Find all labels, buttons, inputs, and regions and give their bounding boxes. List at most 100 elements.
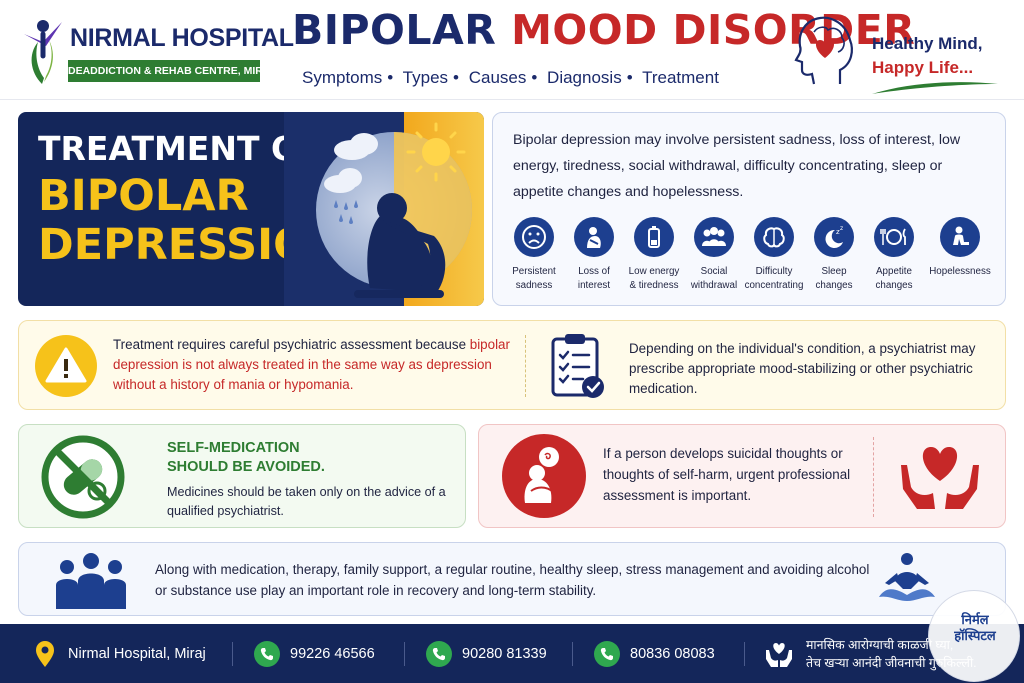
- symptom-label: concentrating: [744, 280, 804, 291]
- watermark-text: निर्मल हॉस्पिटल: [929, 613, 1021, 645]
- symptom-persistent-sadness: Persistent sadness: [501, 217, 567, 293]
- tagline: Healthy Mind, Happy Life...: [872, 32, 983, 80]
- suicidal-thoughts-text: If a person develops suicidal thoughts o…: [603, 446, 851, 503]
- marathi-line1: मानसिक आरोग्याची काळजी घ्या,: [806, 638, 954, 652]
- location-pin-icon: [36, 641, 54, 667]
- symptom-label: changes: [875, 280, 913, 291]
- tagline-line2: Happy Life...: [872, 58, 974, 77]
- hospital-badge: DEADDICTION & REHAB CENTRE, MIRAJ: [68, 60, 276, 82]
- contact-footer: Nirmal Hospital, Miraj 99226 46566 90280…: [0, 624, 1024, 683]
- assessment-text: Treatment requires careful psychiatric a…: [113, 335, 513, 395]
- hero-title-line1: TREATMENT OF: [38, 129, 322, 168]
- phone-number[interactable]: 80836 08083: [630, 646, 715, 662]
- symptom-label: Difficulty: [755, 266, 793, 277]
- footer-separator: [232, 642, 233, 666]
- symptom-label: Hopelessness: [929, 266, 991, 277]
- distressed-person-icon: [502, 434, 586, 518]
- phone-icon: [594, 641, 620, 667]
- tagline-line1: Healthy Mind,: [872, 34, 983, 53]
- page-title: BIPOLAR MOOD DISORDER: [292, 6, 915, 54]
- symptom-social-withdrawal: Social withdrawal: [681, 217, 747, 293]
- symptoms-panel: Bipolar depression may involve persisten…: [492, 112, 1006, 306]
- svg-text:z: z: [836, 228, 840, 236]
- phone-icon: [254, 641, 280, 667]
- withdrawn-person-icon: [574, 217, 614, 257]
- symptom-low-energy: Low energy & tiredness: [621, 217, 687, 293]
- divider: [525, 335, 526, 397]
- self-medication-text: Medicines should be taken only on the ad…: [167, 485, 446, 518]
- watermark-seal: निर्मल हॉस्पिटल: [928, 590, 1020, 682]
- clipboard-checklist-icon: [551, 334, 604, 398]
- symptom-label: Low energy: [628, 266, 680, 277]
- assessment-text-normal: Treatment requires careful psychiatric a…: [113, 337, 470, 352]
- footer-separator: [572, 642, 573, 666]
- footer-separator: [404, 642, 405, 666]
- head-heart-icon: [794, 16, 853, 85]
- nav-types: Types: [402, 68, 449, 87]
- nav-bullet: •: [387, 68, 394, 87]
- nav-bullet: •: [453, 68, 459, 87]
- plate-cutlery-icon: [874, 217, 914, 257]
- svg-text:z: z: [840, 225, 843, 232]
- footer-location: Nirmal Hospital, Miraj: [34, 640, 206, 668]
- heading-line2: SHOULD BE AVOIDED.: [167, 459, 325, 475]
- heading-line1: SELF-MEDICATION: [167, 440, 300, 456]
- family-support-icon: [56, 553, 126, 609]
- nav-treatment: Treatment: [642, 68, 719, 87]
- swoosh-decoration: [872, 82, 998, 94]
- footer-phone-1[interactable]: 99226 46566: [254, 640, 375, 668]
- phone-number[interactable]: 90280 81339: [462, 646, 547, 662]
- symptom-label: withdrawal: [690, 280, 738, 291]
- assessment-text-highlight: bipolar depression is not always treated…: [113, 337, 510, 392]
- sad-face-icon: [514, 217, 554, 257]
- symptom-label: & tiredness: [629, 280, 679, 291]
- symptom-loss-of-interest: Loss of interest: [561, 217, 627, 293]
- symptom-hopelessness: Hopelessness: [927, 217, 993, 279]
- footer-phone-3[interactable]: 80836 08083: [594, 640, 715, 668]
- symptoms-intro: Bipolar depression may involve persisten…: [513, 132, 961, 200]
- symptom-label: changes: [815, 280, 853, 291]
- sad-person-illustration: [284, 112, 484, 306]
- suicidal-thoughts-box: If a person develops suicidal thoughts o…: [478, 424, 1006, 528]
- page-header: NIRMAL HOSPITAL DEADDICTION & REHAB CENT…: [0, 0, 1024, 100]
- symptom-label: Persistent: [512, 266, 556, 277]
- sitting-person-icon: [940, 217, 980, 257]
- symptom-label: Appetite: [876, 266, 912, 277]
- footer-phone-2[interactable]: 90280 81339: [426, 640, 547, 668]
- self-medication-heading: SELF-MEDICATION SHOULD BE AVOIDED.: [167, 439, 325, 477]
- symptom-appetite-changes: Appetite changes: [861, 217, 927, 293]
- symptom-label: sadness: [515, 280, 553, 291]
- hero-title-line2: BIPOLAR: [38, 171, 249, 221]
- phone-number[interactable]: 99226 46566: [290, 646, 375, 662]
- assessment-alert-box: Treatment requires careful psychiatric a…: [18, 320, 1006, 410]
- brain-icon: [754, 217, 794, 257]
- watermark-line1: निर्मल: [961, 613, 989, 628]
- hands-heart-icon: [766, 643, 792, 667]
- recovery-text: Along with medication, therapy, family s…: [155, 562, 870, 598]
- divider: [873, 437, 874, 517]
- symptom-difficulty-concentrating: Difficulty concentrating: [741, 217, 807, 293]
- symptom-icons-row: Persistent sadness Loss of interest Low en…: [499, 217, 1001, 299]
- nav-causes: Causes: [468, 68, 527, 87]
- watermark-line2: हॉस्पिटल: [954, 629, 996, 644]
- low-battery-icon: [634, 217, 674, 257]
- nav-bullet: •: [531, 68, 538, 87]
- nav-diagnosis: Diagnosis: [547, 68, 622, 87]
- symptom-label: interest: [577, 280, 611, 291]
- footer-separator: [744, 642, 745, 666]
- self-medication-box: SELF-MEDICATION SHOULD BE AVOIDED. Medic…: [18, 424, 466, 528]
- symptom-label: Social: [700, 266, 728, 277]
- nav-symptoms: Symptoms: [302, 68, 383, 87]
- recovery-box: Along with medication, therapy, family s…: [18, 542, 1006, 616]
- sun-icon: [406, 122, 466, 182]
- phone-icon: [426, 641, 452, 667]
- nav-bullet: •: [626, 68, 633, 87]
- hero-banner: TREATMENT OF BIPOLAR DEPRESSION: [18, 112, 484, 306]
- warning-icon: [35, 335, 97, 397]
- hospital-name: NIRMAL HOSPITAL: [70, 24, 294, 52]
- title-part-bipolar: BIPOLAR: [292, 6, 497, 54]
- symptom-label: Loss of: [578, 266, 610, 277]
- medication-text: Depending on the individual's condition,…: [629, 341, 976, 396]
